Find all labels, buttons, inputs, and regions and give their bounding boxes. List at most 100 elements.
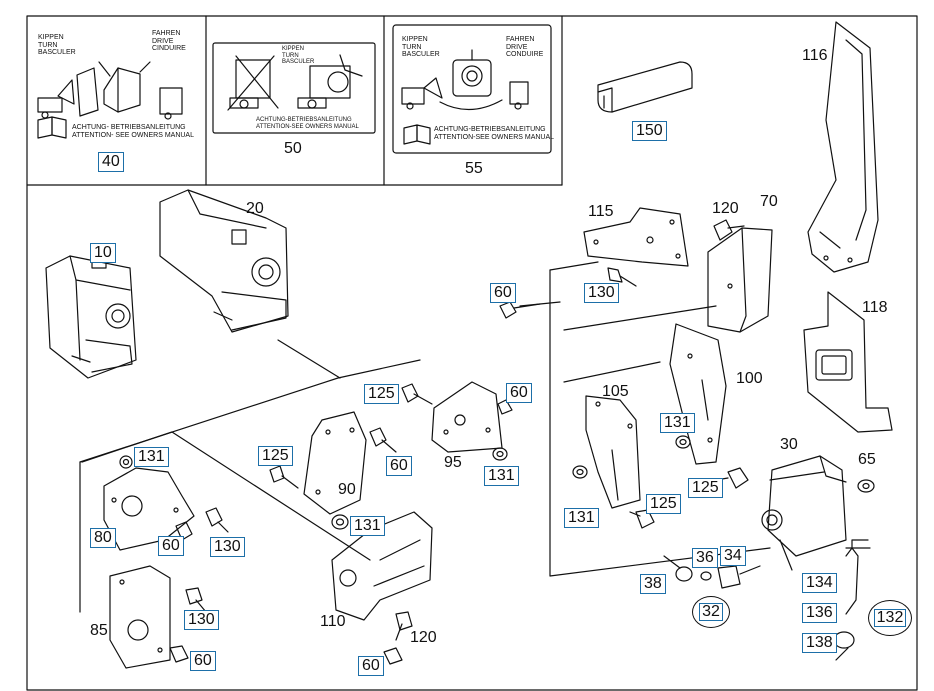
callout-100[interactable]: 100 — [736, 370, 763, 387]
callout-60-95[interactable]: 60 — [506, 383, 532, 403]
callout-131-80[interactable]: 131 — [134, 447, 169, 467]
callout-136[interactable]: 136 — [802, 603, 837, 623]
plate-90-drawing — [303, 411, 367, 515]
fitting-36-drawing — [700, 571, 712, 581]
callout-90[interactable]: 90 — [338, 481, 356, 498]
callout-134[interactable]: 134 — [802, 573, 837, 593]
label-40-drawing — [37, 61, 183, 139]
panel-50-notice-line-1: ACHTUNG-BETRIEBSANLEITUNG — [256, 117, 352, 123]
panel-50-top-line-3: BASCULER — [282, 59, 315, 66]
callout-85[interactable]: 85 — [90, 622, 108, 639]
callout-125-mid[interactable]: 125 — [646, 494, 681, 514]
callout-60-left[interactable]: 60 — [490, 283, 516, 303]
panel-55-notice-line-2: ATTENTION-SEE OWNERS MANUAL — [434, 133, 555, 141]
callout-95[interactable]: 95 — [444, 454, 462, 471]
nut-131-mid-drawing — [675, 435, 691, 449]
leader-main-left — [79, 359, 421, 463]
panel-40-right-line-2: DRIVE — [152, 37, 174, 45]
nut-131-90-drawing — [331, 514, 349, 530]
callout-130-85[interactable]: 130 — [184, 610, 219, 630]
bolt-60-110-drawing — [383, 647, 403, 665]
callout-131-95[interactable]: 131 — [484, 466, 519, 486]
callout-131-right[interactable]: 131 — [564, 508, 599, 528]
callout-80[interactable]: 80 — [90, 528, 116, 548]
leader-right-a — [549, 261, 599, 271]
fitting-138-drawing — [833, 631, 855, 661]
callout-118[interactable]: 118 — [862, 299, 888, 316]
leader-right-c — [563, 361, 661, 383]
callout-60-90[interactable]: 60 — [386, 456, 412, 476]
panel-55-left-line-2: TURN — [402, 43, 422, 51]
pump-20-drawing — [159, 189, 289, 333]
pump-10-drawing — [45, 255, 137, 379]
callout-132[interactable]: 132 — [868, 600, 912, 636]
bolt-60-left-drawing — [499, 301, 541, 319]
callout-34[interactable]: 34 — [720, 546, 746, 566]
callout-32-label: 32 — [699, 603, 723, 621]
callout-60-80[interactable]: 60 — [158, 536, 184, 556]
bolt-130-80-drawing — [205, 507, 229, 533]
callout-130-80[interactable]: 130 — [210, 537, 245, 557]
panel-55-notice: ACHTUNG-BETRIEBSANLEITUNG ATTENTION-SEE … — [434, 126, 554, 141]
callout-38[interactable]: 38 — [640, 574, 666, 594]
callout-40[interactable]: 40 — [98, 152, 124, 172]
callout-131-90[interactable]: 131 — [350, 516, 385, 536]
callout-32[interactable]: 32 — [692, 596, 730, 628]
callout-36[interactable]: 36 — [692, 548, 718, 568]
callout-110[interactable]: 110 — [320, 613, 346, 630]
panel-40-left-line-1: KIPPEN — [38, 34, 64, 41]
hose-132-drawing — [845, 539, 869, 615]
callout-115[interactable]: 115 — [588, 203, 614, 220]
bolt-125-top-drawing — [401, 383, 433, 405]
callout-150[interactable]: 150 — [632, 121, 667, 141]
bolt-60-85-drawing — [169, 645, 189, 663]
callout-131-mid[interactable]: 131 — [660, 413, 695, 433]
bracket-95-drawing — [431, 381, 503, 453]
leader-right-b — [563, 305, 717, 331]
callout-50[interactable]: 50 — [284, 140, 302, 157]
callout-138[interactable]: 138 — [802, 633, 837, 653]
seal-strip-150-drawing — [597, 61, 693, 113]
label-50-drawing — [212, 42, 376, 134]
bolt-120-bottom-drawing — [395, 611, 413, 641]
bolt-60-90-drawing — [369, 427, 397, 453]
callout-70[interactable]: 70 — [760, 193, 778, 210]
panel-40-left-line-2: TURN — [38, 41, 58, 49]
callout-125-top[interactable]: 125 — [364, 384, 399, 404]
callout-130-top[interactable]: 130 — [584, 283, 619, 303]
callout-55[interactable]: 55 — [465, 160, 483, 177]
bolt-130-top-drawing — [607, 267, 637, 287]
callout-10[interactable]: 10 — [90, 243, 116, 263]
callout-105[interactable]: 105 — [602, 383, 629, 400]
panel-50-top-line-1: KIPPEN — [282, 46, 305, 52]
bracket-118-drawing — [803, 291, 893, 433]
bracket-105-drawing — [585, 395, 641, 509]
callout-65[interactable]: 65 — [858, 451, 876, 468]
callout-60-110[interactable]: 60 — [358, 656, 384, 676]
panel-40-right-line-1: FAHREN — [152, 30, 181, 37]
panel-55-left-text: KIPPEN TURN BASCULER — [402, 36, 440, 59]
panel-55-right-line-1: FAHREN — [506, 36, 535, 43]
callout-20[interactable]: 20 — [246, 200, 264, 217]
nut-131-80-drawing — [119, 455, 133, 469]
leader-bracket-l — [81, 431, 371, 561]
plate-115-drawing — [583, 207, 689, 267]
lever-116-drawing — [807, 21, 879, 273]
leader-main-diag — [277, 339, 341, 379]
callout-120-bottom[interactable]: 120 — [410, 629, 437, 646]
panel-40-left-line-3: BASCULER — [38, 49, 76, 57]
callout-132-label: 132 — [873, 609, 907, 627]
bracket-100-drawing — [669, 323, 727, 465]
washer-65-drawing — [857, 479, 875, 493]
bolt-125-90-drawing — [269, 465, 299, 489]
callout-120-top[interactable]: 120 — [712, 200, 739, 217]
callout-116[interactable]: 116 — [802, 47, 828, 64]
panel-40-left-text: KIPPEN TURN BASCULER — [38, 34, 76, 57]
panel-50-top-line-2: TURN — [282, 52, 299, 59]
callout-125-right[interactable]: 125 — [688, 478, 723, 498]
callout-60-85[interactable]: 60 — [190, 651, 216, 671]
callout-125-90[interactable]: 125 — [258, 446, 293, 466]
panel-50-notice: ACHTUNG-BETRIEBSANLEITUNG ATTENTION-SEE … — [256, 117, 359, 130]
callout-30[interactable]: 30 — [780, 436, 798, 453]
